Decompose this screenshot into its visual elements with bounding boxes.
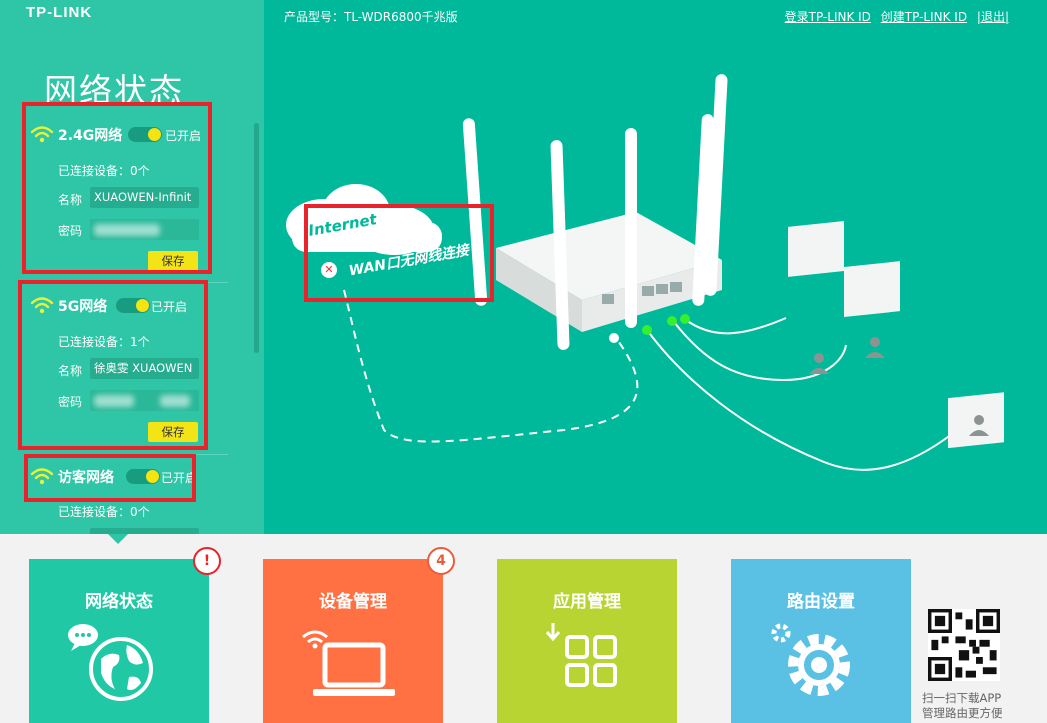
alert-badge: !: [193, 547, 221, 575]
client-device-icon: [788, 221, 844, 374]
network-toggle[interactable]: [126, 469, 160, 484]
toggle-status: 已开启: [151, 300, 188, 314]
error-x-icon: ✕: [321, 262, 337, 278]
password-input[interactable]: [90, 390, 199, 411]
highlight-box: [18, 280, 208, 450]
network-toggle[interactable]: [116, 298, 150, 313]
tp-link-logo: TP-LINK: [26, 4, 93, 21]
account-links: 登录TP-LINK ID 创建TP-LINK ID |退出|: [779, 8, 1009, 25]
toggle-status: 已开启: [161, 471, 195, 485]
tile-app-management[interactable]: 应用管理: [497, 559, 677, 723]
client-device-icon: [844, 261, 900, 358]
ssid-label: 名称: [58, 193, 83, 207]
logout-link[interactable]: |退出|: [976, 10, 1009, 24]
save-button[interactable]: 保存: [148, 251, 198, 271]
connected-devices: 已连接设备：1个: [58, 335, 150, 349]
network-toggle[interactable]: [128, 127, 162, 142]
tile-device-management[interactable]: 设备管理 4: [263, 547, 455, 723]
tile-label: 路由设置: [787, 592, 855, 612]
password-input[interactable]: [90, 219, 199, 240]
network-name: 2.4G网络: [58, 128, 123, 144]
qr-caption: 扫一扫下载APP 管理路由更方便: [922, 691, 1003, 720]
password-label: 密码: [58, 224, 83, 238]
ssid-input[interactable]: XUAOWEN-Infinit: [90, 187, 199, 208]
active-pointer: [108, 534, 128, 544]
connected-devices: 已连接设备：0个: [58, 505, 150, 519]
globe-icon: [68, 624, 153, 701]
network-name: 访客网络: [58, 470, 114, 486]
wifi-icon: [30, 126, 54, 143]
ssid-input[interactable]: 徐奥雯 XUAOWEN: [90, 358, 199, 379]
network-diagram-area: 产品型号：TL-WDR6800千兆版 登录TP-LINK ID 创建TP-LIN…: [264, 0, 1047, 534]
password-label: 密码: [58, 395, 83, 409]
apps-grid-icon: [545, 623, 617, 687]
highlight-box: [22, 102, 212, 274]
tile-label: 网络状态: [85, 592, 153, 612]
panel-scrollbar[interactable]: [254, 123, 259, 353]
network-status-panel: TP-LINK 网络状态 2.4G网络 已开启 已连接设备：0个 名称 XUAO…: [0, 0, 264, 534]
network-name: 5G网络: [58, 299, 108, 315]
model-label: 产品型号：TL-WDR6800千兆版: [284, 10, 458, 24]
wifi-icon: [30, 297, 54, 314]
tile-network-status[interactable]: 网络状态 !: [29, 547, 221, 723]
login-link[interactable]: 登录TP-LINK ID: [784, 10, 871, 24]
gear-icon: [771, 623, 850, 696]
router-icon: [462, 74, 728, 350]
tile-label: 应用管理: [553, 592, 621, 612]
save-button[interactable]: 保存: [148, 422, 198, 442]
client-device-icon: [948, 392, 1004, 449]
toggle-status: 已开启: [165, 129, 202, 143]
wifi-icon: [30, 468, 54, 485]
tile-label: 设备管理: [319, 592, 387, 612]
tile-router-settings[interactable]: 路由设置: [731, 559, 911, 723]
create-id-link[interactable]: 创建TP-LINK ID: [880, 10, 968, 24]
connected-devices: 已连接设备：0个: [58, 164, 150, 178]
qr-code-icon: [928, 609, 1000, 681]
count-badge: 4: [427, 547, 455, 575]
highlight-box: [304, 204, 494, 302]
highlight-box: [24, 454, 196, 502]
ssid-label: 名称: [58, 364, 83, 378]
laptop-icon: [302, 630, 395, 696]
